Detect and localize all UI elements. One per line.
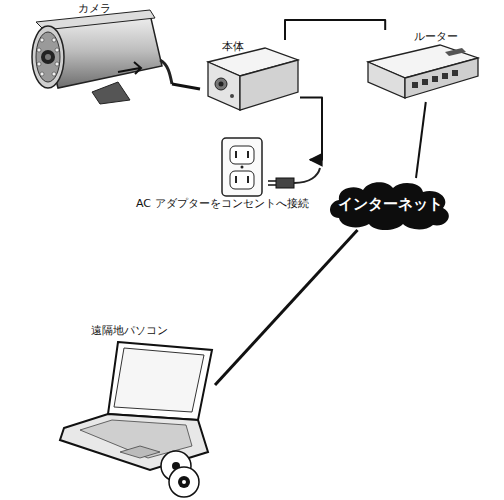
cable-connector <box>285 20 385 40</box>
laptop-node: 遠隔地パソコン <box>55 322 215 492</box>
part-label: AC アダプターをコンセントへ接続 <box>136 197 309 210</box>
part-label: ルーター <box>414 30 458 43</box>
laptop-drawing <box>60 342 212 497</box>
cable-connector <box>300 98 322 160</box>
cable-connector <box>172 84 200 89</box>
part-label: 本体 <box>222 40 244 53</box>
router-drawing <box>368 45 478 98</box>
cloud-label: インターネット <box>338 195 443 213</box>
unit-node: 本体 <box>200 40 300 112</box>
cable-connector <box>416 102 426 178</box>
router-node: ルーター <box>362 30 478 102</box>
cable-connector <box>215 230 358 385</box>
camera-drawing <box>32 10 172 104</box>
part-label: 遠隔地パソコン <box>91 324 168 337</box>
cloud-outline <box>330 182 449 230</box>
unit-drawing <box>208 48 298 110</box>
outlet-node: AC アダプターをコンセントへ接続 <box>135 134 310 212</box>
camera-node: カメラ <box>22 2 172 102</box>
outlet-drawing <box>222 138 320 196</box>
part-label: カメラ <box>78 2 111 15</box>
internet-cloud: インターネット <box>325 178 455 230</box>
